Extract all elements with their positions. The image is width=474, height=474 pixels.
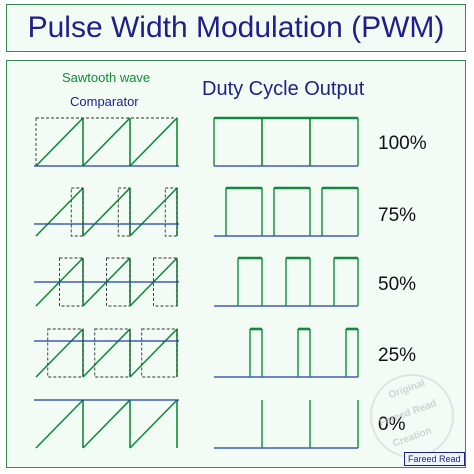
comparator-window (164, 187, 178, 237)
duty-label-50: 50% (378, 274, 417, 295)
sawtooth-ramp (82, 328, 131, 378)
sawtooth-ramp (129, 328, 178, 378)
sawtooth-ramp (35, 328, 84, 378)
sawtooth-ramp (129, 399, 178, 449)
sawtooth-label: Sawtooth wave (62, 70, 151, 85)
comparator-window (141, 328, 178, 378)
page-title: Pulse Width Modulation (PWM) (27, 11, 445, 44)
comparator-window (70, 187, 84, 237)
watermark-line-3: Creation (391, 425, 434, 450)
watermark-seal: Original Fareed Read Creation (370, 374, 454, 458)
credit-badge: Fareed Read (404, 452, 465, 466)
watermark-line-1: Original (387, 377, 427, 402)
duty-cycle-output-label: Duty Cycle Output (202, 78, 365, 100)
comparator-window (117, 187, 131, 237)
duty-label-100: 100% (378, 133, 427, 154)
sawtooth-ramp (82, 117, 131, 167)
sawtooth-ramp (35, 117, 84, 167)
comparator-label: Comparator (70, 94, 139, 109)
sawtooth-ramp (129, 187, 178, 237)
duty-label-25: 25% (378, 345, 417, 366)
sawtooth-ramp (82, 399, 131, 449)
comparator-window (94, 328, 131, 378)
title-box: Pulse Width Modulation (PWM) (6, 4, 466, 52)
sawtooth-ramp (82, 187, 131, 237)
sawtooth-ramp (129, 117, 178, 167)
comparator-window (47, 328, 84, 378)
duty-label-75: 75% (378, 205, 417, 226)
sawtooth-ramp (35, 399, 84, 449)
sawtooth-ramp (35, 187, 84, 237)
